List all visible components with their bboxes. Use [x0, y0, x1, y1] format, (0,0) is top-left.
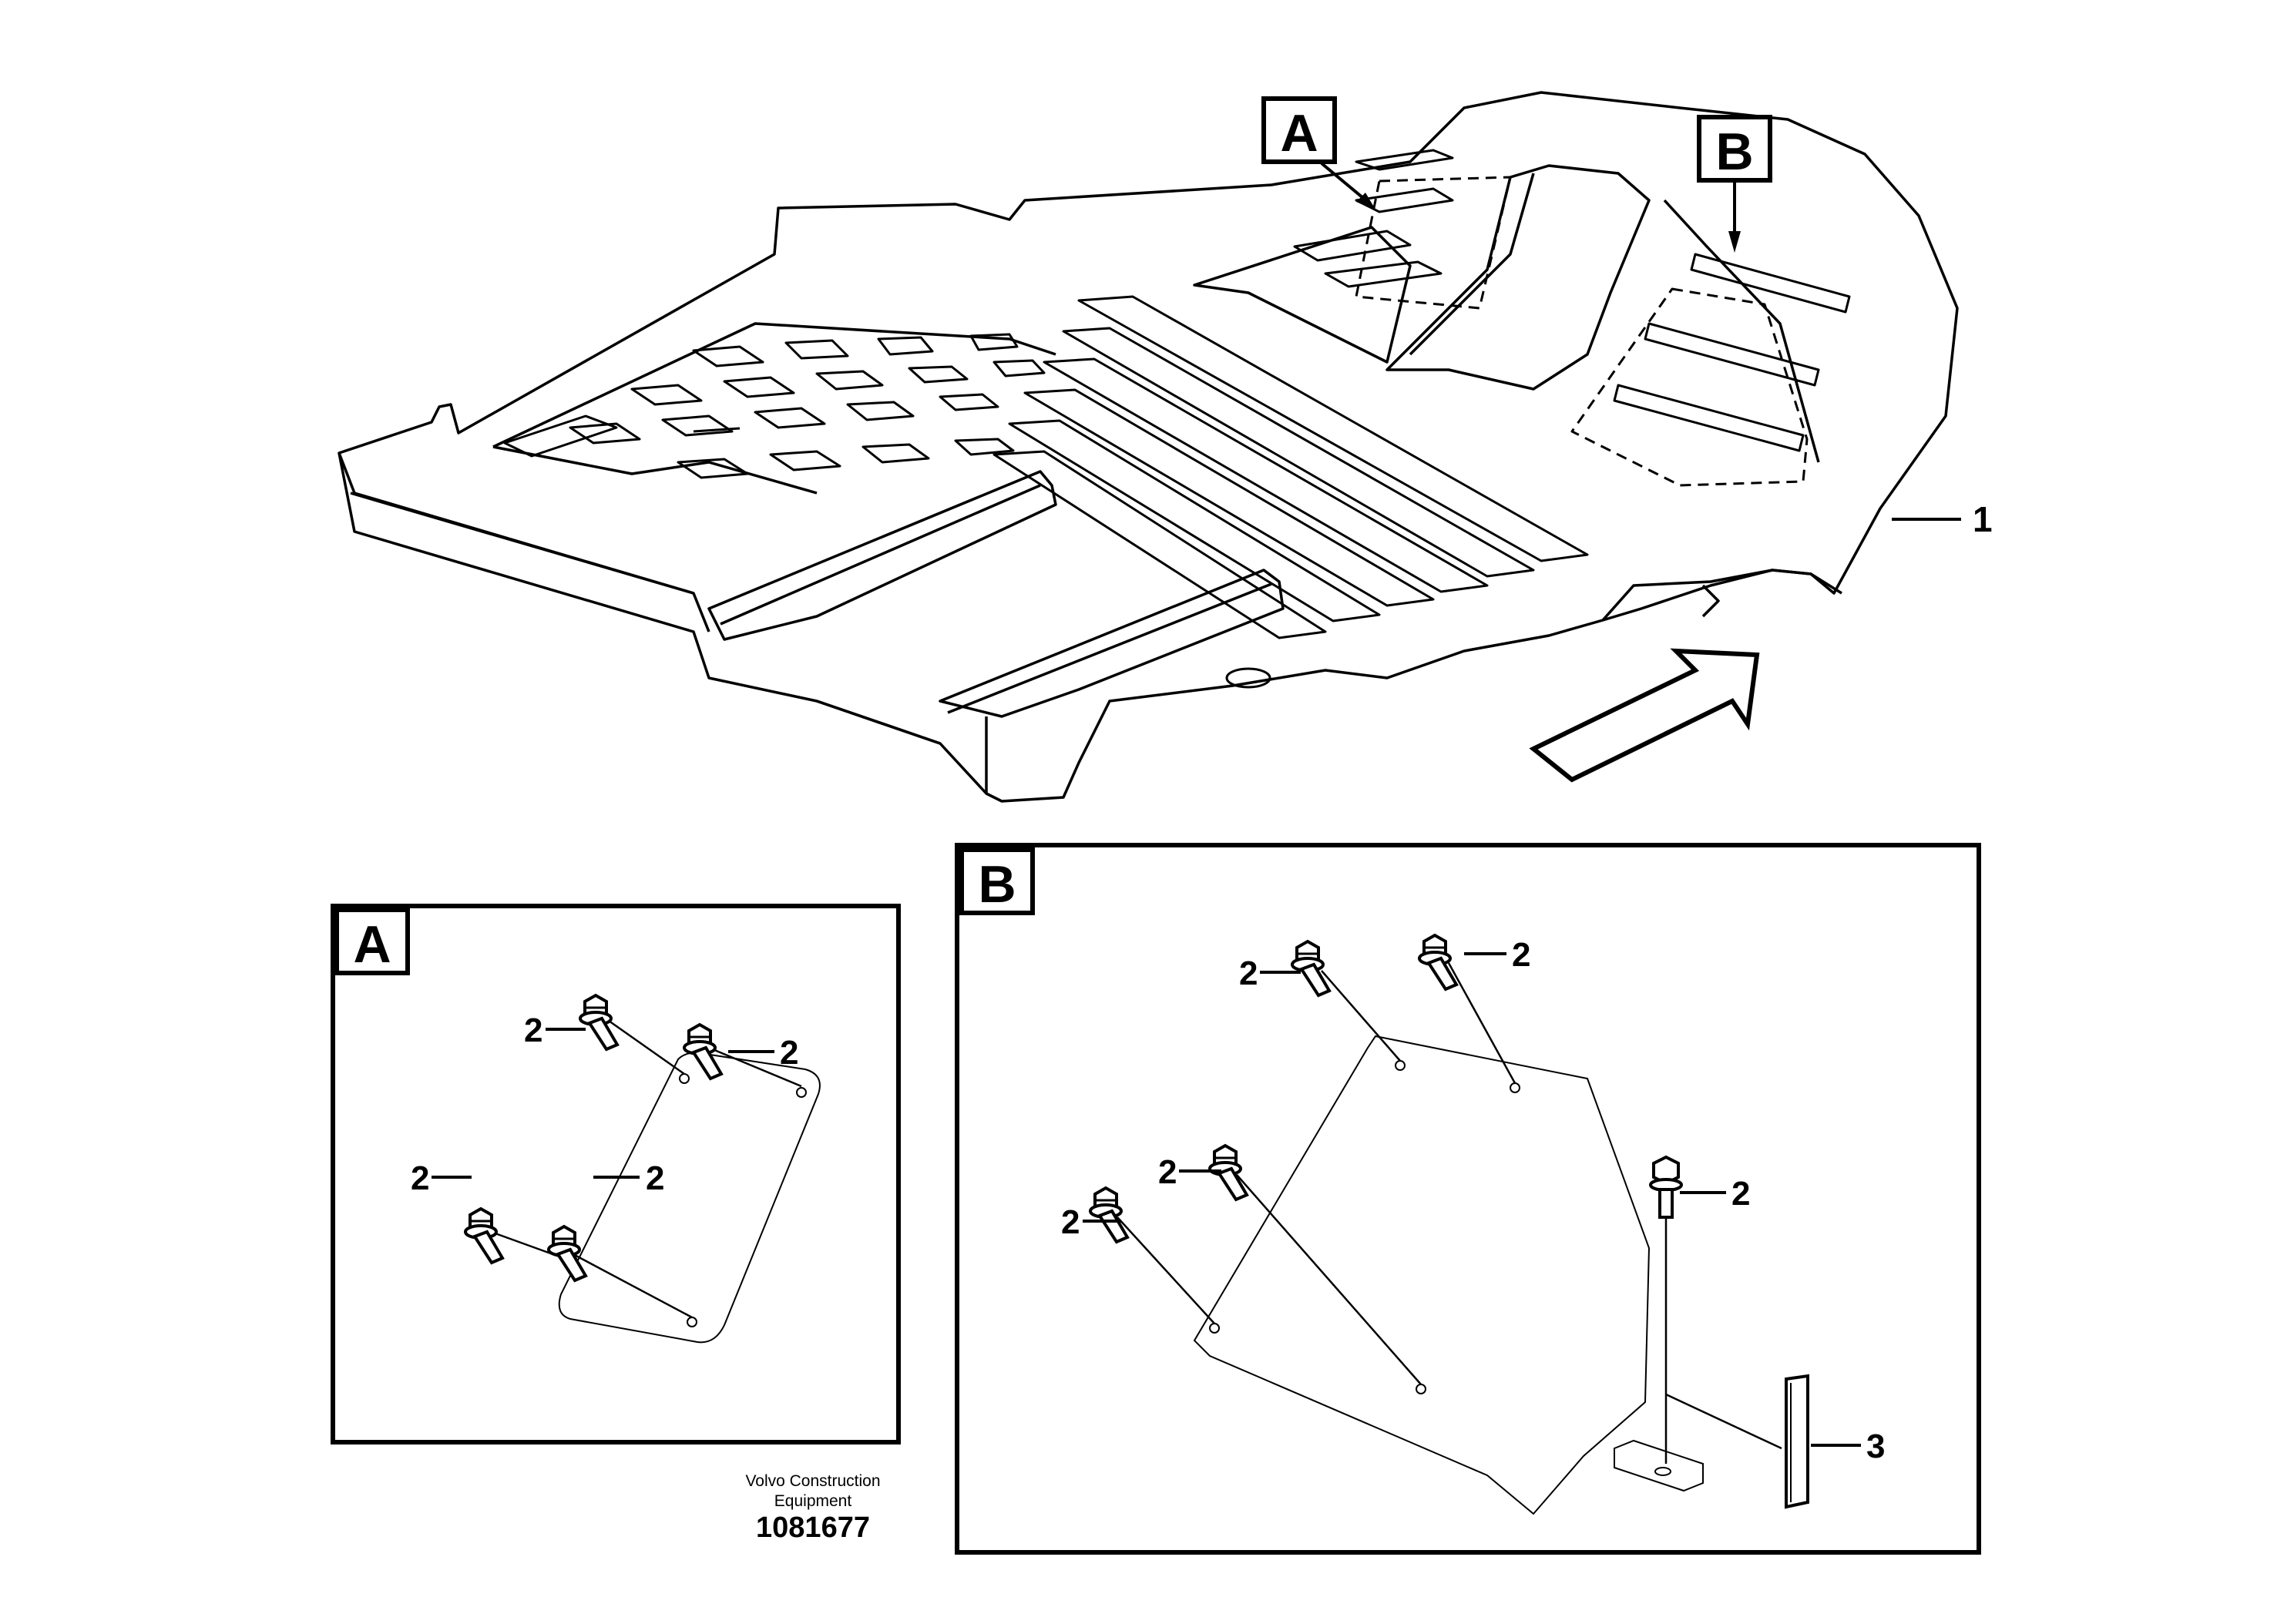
drawing-number: 1081677 [756, 1512, 870, 1544]
callout-a-label: A [1280, 104, 1318, 163]
bolt-label: 2 [1061, 1203, 1080, 1241]
front-tray-left [707, 470, 1057, 641]
company-name-line1: Volvo Construction [745, 1472, 881, 1490]
detail-b-bolt-icon [1089, 1186, 1129, 1243]
callout-a: A [1261, 96, 1375, 210]
detail-a-bolt-icon [547, 1225, 587, 1282]
bolt-label: 2 [1239, 955, 1258, 992]
part-3-strip [1785, 1374, 1809, 1509]
bolt-label: 2 [411, 1159, 429, 1197]
front-tray-right [939, 569, 1285, 718]
item-1-leader: 1 [1892, 499, 1993, 539]
detail-a-cover-plate [558, 1052, 821, 1344]
floor-mat-assembly [338, 91, 1959, 803]
detail-b-bolt-icon [1418, 934, 1458, 991]
mounting-bracket [1614, 1439, 1704, 1492]
detail-a-panel: A 2 2 2 2 [331, 904, 901, 1444]
item-3-label: 3 [1866, 1428, 1885, 1465]
detail-a-bolt-icon [464, 1207, 504, 1264]
cover-plate-b [1570, 253, 1851, 487]
cover-plate-a [1293, 149, 1512, 310]
company-name-line2: Equipment [774, 1492, 852, 1510]
callout-b-label: B [1715, 122, 1753, 181]
forward-direction-arrow [1529, 648, 1760, 783]
vertical-bolt-icon [1649, 1155, 1683, 1219]
detail-a-label: A [353, 915, 391, 974]
detail-b-panel: B [955, 843, 1981, 1555]
detail-b-bolt-icon [1291, 940, 1331, 997]
bolt-label: 2 [646, 1159, 664, 1197]
detail-b-label: B [978, 855, 1016, 914]
item-1-label: 1 [1973, 499, 1993, 539]
tread-pattern [569, 333, 1046, 479]
company-caption: Volvo Construction Equipment [709, 1471, 917, 1512]
detail-b-cover-plate [1193, 1035, 1651, 1515]
bolt-label: 2 [1731, 1175, 1750, 1213]
bolt-label: 2 [780, 1034, 798, 1072]
bolt-label: 2 [1158, 1153, 1177, 1191]
rib-grooves [992, 295, 1589, 639]
bolt-label: 2 [524, 1012, 542, 1049]
callout-b: B [1697, 115, 1772, 253]
bolt-label: 2 [1512, 936, 1530, 974]
seat-pedestal [1385, 164, 1651, 391]
mat-outline [338, 91, 1959, 803]
logo-embossing [503, 414, 618, 458]
